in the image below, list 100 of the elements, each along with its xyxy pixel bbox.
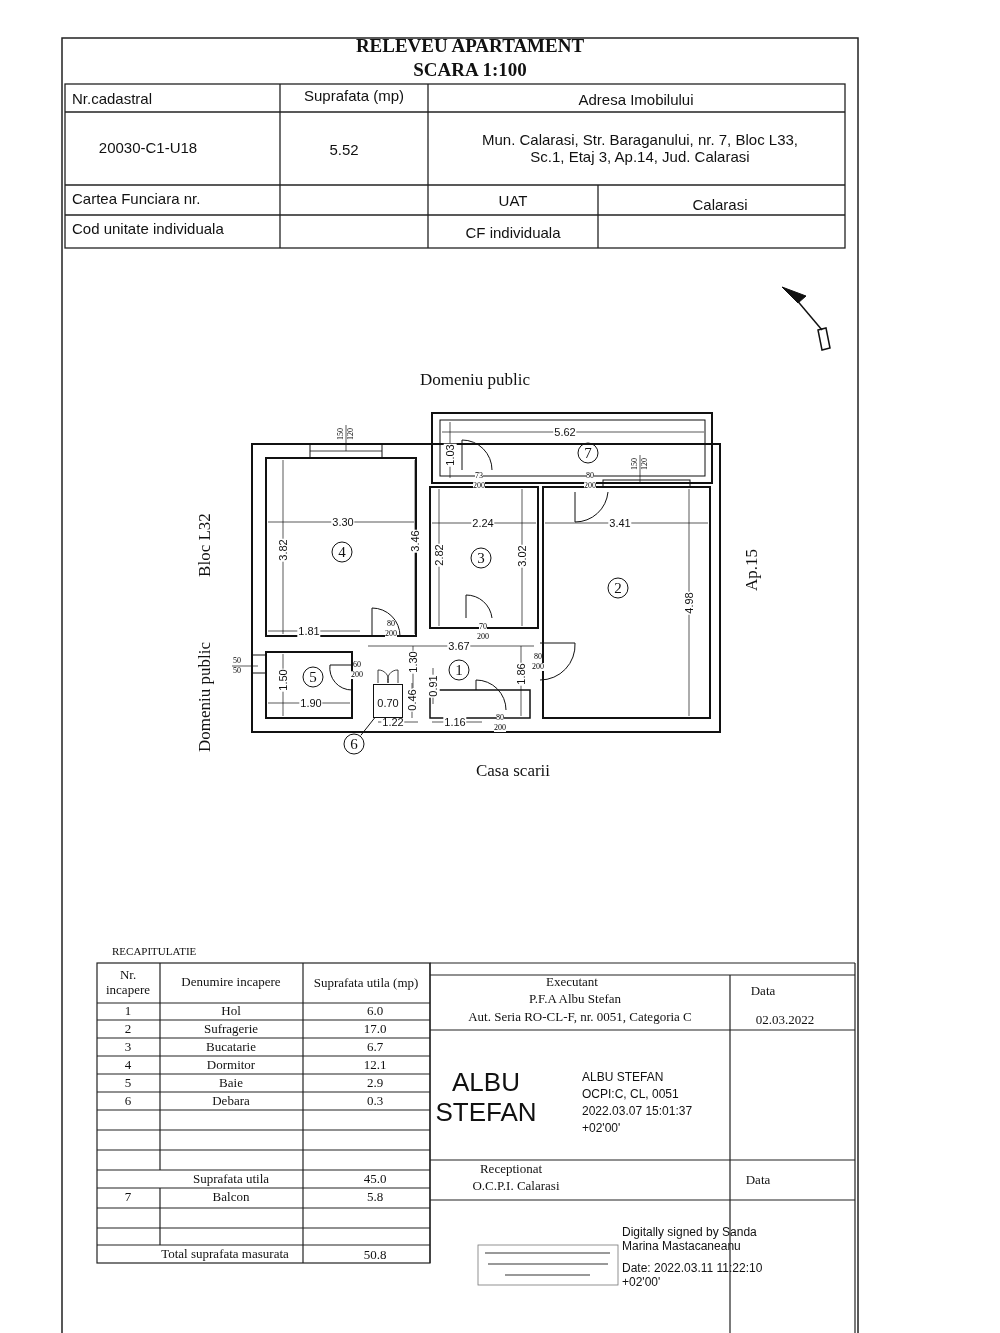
table-cell: O.C.P.I. Calarasi xyxy=(472,1178,560,1194)
section-heading: RECAPITULATIE xyxy=(112,944,197,958)
table-header-cell: Data xyxy=(745,1172,771,1188)
table-header-cell: Data xyxy=(750,983,776,999)
dimension-label: 1.30 xyxy=(406,650,420,674)
dimension-label: 1.86 xyxy=(514,662,528,686)
opening-size-label: 80 xyxy=(496,714,504,722)
table-cell: 1 xyxy=(124,1003,132,1019)
table-cell: 3 xyxy=(124,1039,132,1055)
table-cell: Balcon xyxy=(212,1189,250,1205)
dimension-label: 2.82 xyxy=(432,543,446,567)
table-cell: 0.3 xyxy=(366,1093,384,1109)
table-cell: 12.1 xyxy=(363,1057,387,1073)
opening-size-label: 50 xyxy=(233,657,241,665)
table-cell: 20030-C1-U18 xyxy=(98,139,198,157)
scale-note: SCARA 1:100 xyxy=(413,59,527,81)
table-cell: Dormitor xyxy=(206,1057,256,1073)
table-cell: 6 xyxy=(124,1093,132,1109)
signature-text: ALBU STEFAN xyxy=(582,1071,664,1085)
table-cell: Debara xyxy=(212,1093,250,1109)
dimension-label: 1.81 xyxy=(297,624,321,638)
table-cell: 02.03.2022 xyxy=(755,1012,815,1028)
table-cell: 5.52 xyxy=(329,141,359,159)
opening-size-label: 70 xyxy=(479,623,487,631)
table-cell: Baie xyxy=(219,1075,243,1091)
table-cell: 6.7 xyxy=(366,1039,384,1055)
table-header-cell: Receptionat xyxy=(479,1161,543,1177)
table-header-cell: Denumire incapere xyxy=(181,974,281,990)
table-cell: 17.0 xyxy=(363,1021,387,1037)
dimension-label: 3.30 xyxy=(331,515,355,529)
dimension-label: 4.98 xyxy=(682,591,696,615)
place-label: Ap.15 xyxy=(742,549,762,591)
table-header-cell: Adresa Imobilului xyxy=(578,91,694,109)
opening-size-label: 120 xyxy=(347,428,355,440)
table-cell: 5.8 xyxy=(366,1189,384,1205)
address-text: Mun. Calarasi, Str. Baraganului, nr. 7, Bloc L33, Sc.1, Etaj 3, Ap.14, Jud. Calarasi xyxy=(481,130,799,166)
table-cell: Aut. Seria RO-CL-F, nr. 0051, Categoria C xyxy=(468,1009,692,1025)
opening-size-label: 200 xyxy=(532,663,544,671)
table-cell: P.F.A Albu Stefan xyxy=(528,991,622,1007)
table-header-cell: Suprafata (mp) xyxy=(304,87,404,105)
table-cell: 5 xyxy=(124,1075,132,1091)
opening-size-label: 150 xyxy=(631,458,639,470)
table-cell: 45.0 xyxy=(363,1171,387,1187)
table-cell: Sufragerie xyxy=(203,1021,259,1037)
table-header-cell: Executant xyxy=(546,974,598,990)
table-cell: 2.9 xyxy=(366,1075,384,1091)
opening-size-label: 200 xyxy=(385,630,397,638)
opening-size-label: 200 xyxy=(351,671,363,679)
dimension-label: 0.46 xyxy=(405,688,419,712)
table-cell: Bucatarie xyxy=(206,1039,256,1055)
table-header-cell-text: Suprafata utila (mp) xyxy=(312,975,420,991)
dimension-label: 1.50 xyxy=(276,668,290,692)
opening-size-label: 60 xyxy=(353,661,361,669)
dimension-label: 1.16 xyxy=(443,715,467,729)
document-title: RELEVEU APARTAMENT xyxy=(355,35,585,57)
opening-size-label: 80 xyxy=(387,620,395,628)
dimension-label: 3.41 xyxy=(608,516,632,530)
dimension-label: 3.02 xyxy=(515,544,529,568)
place-label: Casa scarii xyxy=(475,761,551,781)
dimension-label: 5.62 xyxy=(553,425,577,439)
table-cell: 4 xyxy=(124,1057,132,1073)
place-label: Domeniu public xyxy=(195,642,215,752)
opening-size-label: 50 xyxy=(233,667,241,675)
opening-size-label: 73 xyxy=(475,472,483,480)
opening-size-label: 200 xyxy=(473,482,485,490)
opening-size-label: 80 xyxy=(586,472,594,480)
table-header-cell: Cod unitate individuala xyxy=(72,220,224,238)
dimension-label: 0.91 xyxy=(426,674,440,698)
dimension-label: 3.82 xyxy=(276,538,290,562)
place-label: Bloc L32 xyxy=(195,513,215,577)
table-header-cell: UAT xyxy=(498,192,528,210)
signature-text: OCPI:C, CL, 0051 xyxy=(582,1088,679,1102)
signature-text: 2022.03.07 15:01:37 xyxy=(582,1105,693,1119)
table-cell: Calarasi xyxy=(692,196,748,214)
opening-size-label: 80 xyxy=(534,653,542,661)
dimension-label: 1.90 xyxy=(299,696,323,710)
table-header-cell: CF individuala xyxy=(465,224,561,242)
opening-size-label: 150 xyxy=(337,428,345,440)
dimension-label: 0.70 xyxy=(376,696,400,710)
opening-size-label: 200 xyxy=(494,724,506,732)
place-label: Domeniu public xyxy=(420,370,530,390)
table-header-cell: Nr.cadastral xyxy=(72,90,153,108)
dimension-label: 2.24 xyxy=(471,516,495,530)
table-cell: Suprafata utila xyxy=(192,1171,270,1187)
storage-room-outline xyxy=(373,684,403,718)
opening-size-label: 200 xyxy=(584,482,596,490)
dimension-label: 3.67 xyxy=(447,639,471,653)
table-cell: 50.8 xyxy=(363,1247,387,1263)
table-cell: 6.0 xyxy=(366,1003,384,1019)
opening-size-label: 200 xyxy=(477,633,489,641)
dimension-label: 3.46 xyxy=(408,529,422,553)
table-header-cell-text: Nr. incapere xyxy=(105,968,151,998)
table-cell: Hol xyxy=(221,1003,241,1019)
table-header-cell: Cartea Funciara nr. xyxy=(72,190,201,208)
signature-text: +02'00' xyxy=(582,1122,621,1136)
table-cell: 2 xyxy=(124,1021,132,1037)
leader-line xyxy=(360,717,376,736)
table-cell: Total suprafata masurata xyxy=(161,1246,289,1262)
opening-size-label: 120 xyxy=(641,458,649,470)
signature-name: ALBU STEFAN xyxy=(434,1068,538,1128)
